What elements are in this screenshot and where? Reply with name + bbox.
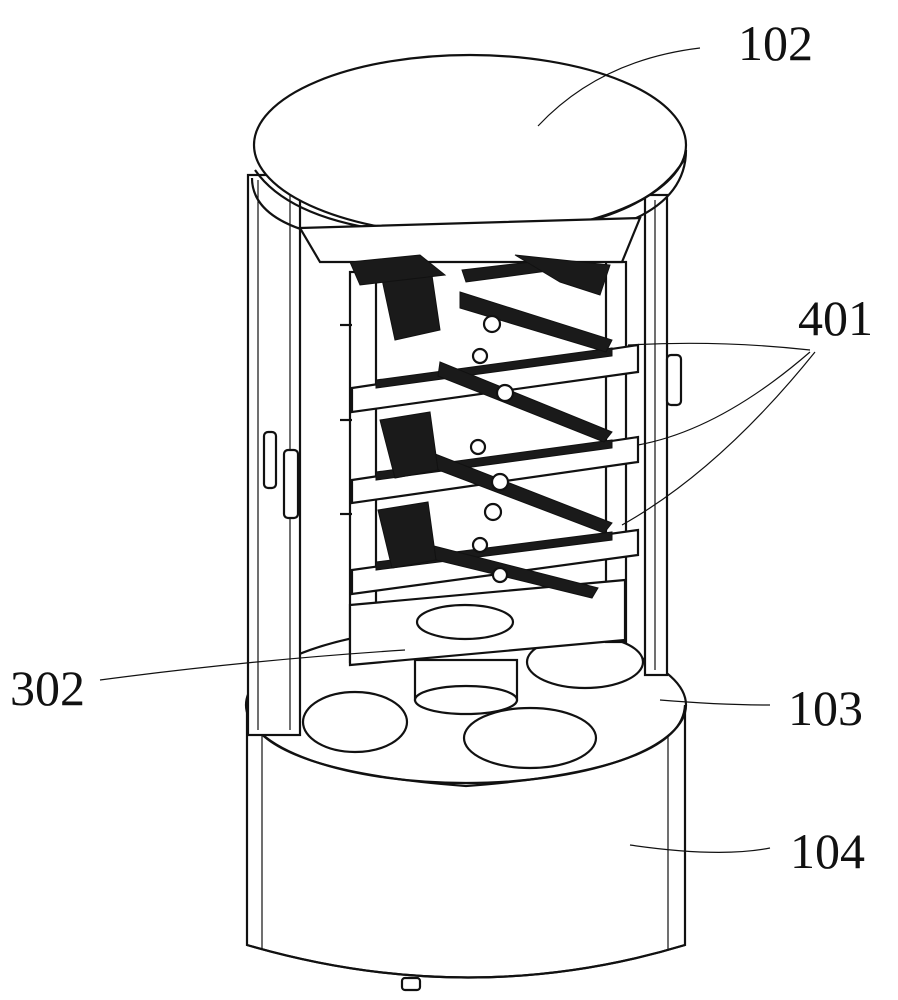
leader-lines xyxy=(99,47,816,853)
callout-401: 401 xyxy=(798,290,873,346)
leader-102 xyxy=(537,47,701,127)
callout-102: 102 xyxy=(738,15,813,71)
leader-302 xyxy=(99,649,406,681)
leader-104 xyxy=(629,844,771,853)
support-frame xyxy=(340,254,640,667)
callout-104: 104 xyxy=(790,823,865,879)
leader-103 xyxy=(659,699,771,706)
clamp-arms xyxy=(340,254,613,599)
leader-401b xyxy=(637,351,811,446)
leader-401a xyxy=(627,342,811,351)
frame-bar-1 xyxy=(350,343,640,414)
callout-302: 302 xyxy=(10,660,85,716)
housing-frame xyxy=(246,173,683,737)
callout-103: 103 xyxy=(788,680,863,736)
top-cover xyxy=(250,53,688,296)
leader-401c xyxy=(621,351,816,526)
